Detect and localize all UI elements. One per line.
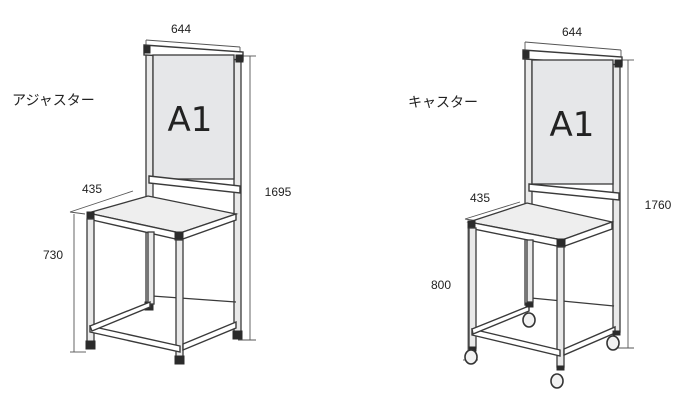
top-left-cap — [143, 45, 151, 54]
front-right-adjuster-foot — [174, 355, 185, 365]
caster-front-left — [464, 346, 478, 365]
seat-front-left-joint — [467, 220, 476, 229]
caster-stand: 644 435 800 1760 A1 キャスター — [408, 25, 672, 389]
seat-height-label: 730 — [43, 248, 63, 262]
adjuster-stand: 644 435 730 1695 A1 アジャスター — [12, 22, 292, 365]
variant-label: アジャスター — [12, 92, 95, 108]
depth-label: 435 — [82, 182, 102, 196]
caster-front-right — [550, 365, 565, 389]
board-bottom-rail — [148, 175, 241, 194]
total-height-label: 1695 — [265, 185, 292, 199]
board-size-label: A1 — [168, 100, 213, 140]
seat-height-label: 800 — [431, 278, 451, 292]
depth-label: 435 — [470, 191, 490, 205]
top-right-cap — [614, 59, 623, 68]
caster-rear-right — [606, 330, 621, 351]
seat-front-left-joint — [86, 211, 95, 220]
variant-label: キャスター — [408, 94, 478, 110]
rear-right-adjuster-foot — [232, 330, 243, 340]
front-lower-rail — [89, 325, 181, 353]
left-lower-rail — [471, 304, 530, 335]
front-left-adjuster-foot — [85, 340, 96, 350]
width-label: 644 — [562, 25, 582, 39]
board-size-label: A1 — [550, 105, 595, 145]
total-height-dimension-line — [238, 55, 256, 341]
rear-left-leg — [526, 239, 534, 303]
seat-front-right-joint — [556, 238, 566, 248]
total-height-label: 1760 — [645, 198, 672, 212]
top-right-cap — [235, 54, 244, 63]
rear-lower-rail — [151, 295, 237, 303]
width-label: 644 — [171, 22, 191, 36]
rear-lower-rail — [530, 297, 615, 307]
sign-board — [152, 54, 235, 180]
caster-rear-left — [522, 302, 536, 328]
rear-left-leg — [147, 231, 155, 305]
front-lower-rail — [471, 328, 561, 357]
sign-board — [531, 59, 614, 185]
left-lower-rail — [89, 300, 151, 332]
depth-dimension-line — [69, 190, 134, 215]
seat-front-right-joint — [174, 231, 184, 241]
board-bottom-rail — [528, 183, 620, 201]
front-right-leg — [175, 239, 184, 359]
seat-height-dimension-line — [70, 214, 86, 353]
top-left-cap — [522, 50, 530, 59]
right-lower-rail — [182, 320, 237, 352]
